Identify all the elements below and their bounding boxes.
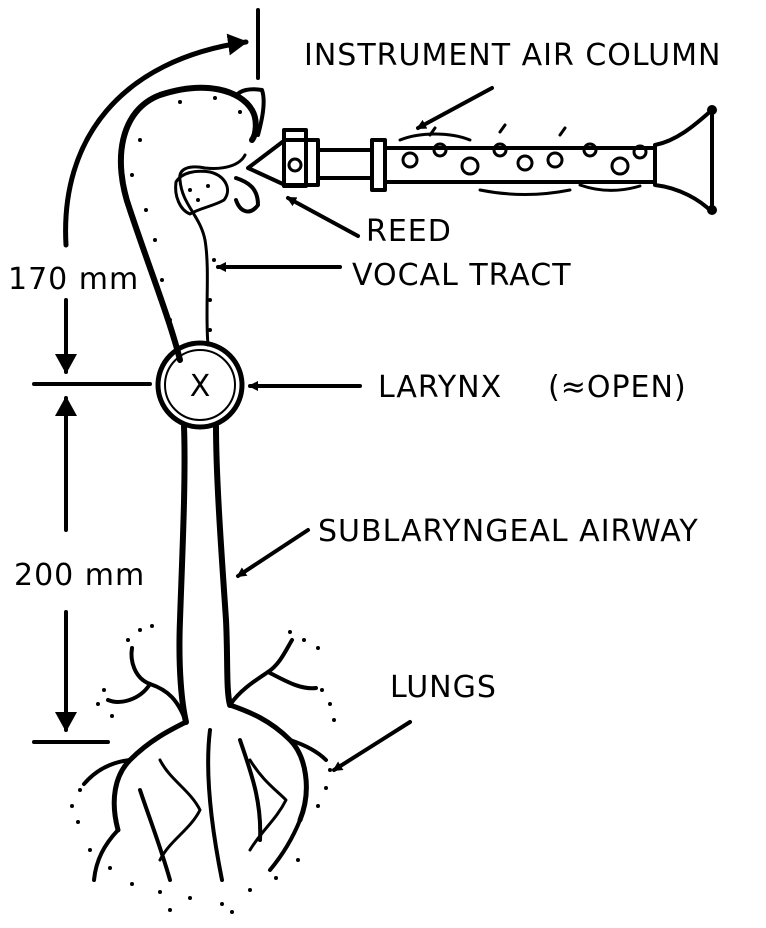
lip-lower: [236, 178, 258, 211]
vocal-tract-label: VOCAL TRACT: [352, 258, 572, 293]
reed-pointer: [288, 198, 358, 236]
tract-stipple: [130, 96, 242, 332]
branch-left-twig: [108, 684, 150, 702]
lungs-alveoli-stipple: [70, 624, 336, 914]
barrel: [318, 150, 372, 178]
branch-inner-right: [250, 760, 286, 850]
branch-right-twig: [268, 672, 316, 688]
lungs-pointer: [334, 722, 410, 770]
instrument-bell: [655, 110, 712, 212]
trachea-left-wall: [179, 426, 186, 722]
bell-rim-bottom: [707, 205, 717, 215]
larynx-shape: X: [158, 343, 242, 427]
larynx-note: (≈OPEN): [548, 370, 687, 405]
branch-right-base: [270, 820, 300, 870]
branch-center: [208, 730, 222, 880]
instrument-body: [385, 148, 655, 182]
airway-pointer: [238, 530, 308, 576]
pointer-arrows: [218, 88, 492, 770]
instrument-air-column-label: INSTRUMENT AIR COLUMN: [304, 38, 721, 73]
reed-label: REED: [366, 214, 452, 249]
vocal-tract-inner-wall: [180, 155, 245, 345]
larynx-mark: X: [190, 369, 211, 404]
lungs-shape: [70, 624, 336, 914]
branch-left-mid: [140, 790, 170, 880]
upper-dimension-label: 170 mm: [8, 262, 139, 297]
sublaryngeal-airway-label: SUBLARYNGEAL AIRWAY: [318, 514, 699, 549]
trachea-right-wall: [216, 426, 230, 705]
bronchus-right: [230, 705, 306, 820]
branch-center-right: [240, 740, 260, 840]
trachea-shape: [179, 426, 230, 722]
lower-dimension-label: 200 mm: [14, 558, 145, 593]
branch-left-base: [94, 830, 118, 880]
bell-rim-top: [707, 105, 717, 115]
larynx-label: LARYNX: [378, 370, 502, 405]
lungs-label: LUNGS: [390, 670, 497, 705]
upper-dimension-arrow: [66, 42, 246, 245]
branch-inner-left: [160, 760, 200, 860]
branch-right-upper: [230, 640, 292, 705]
vocal-tract-shape: [121, 88, 264, 360]
instrument-keys: [400, 125, 646, 195]
vocal-tract-outer-wall: [121, 88, 256, 360]
instrument-pointer: [418, 88, 492, 128]
instrument-shape: [248, 105, 717, 215]
ligature-screw: [289, 159, 301, 171]
